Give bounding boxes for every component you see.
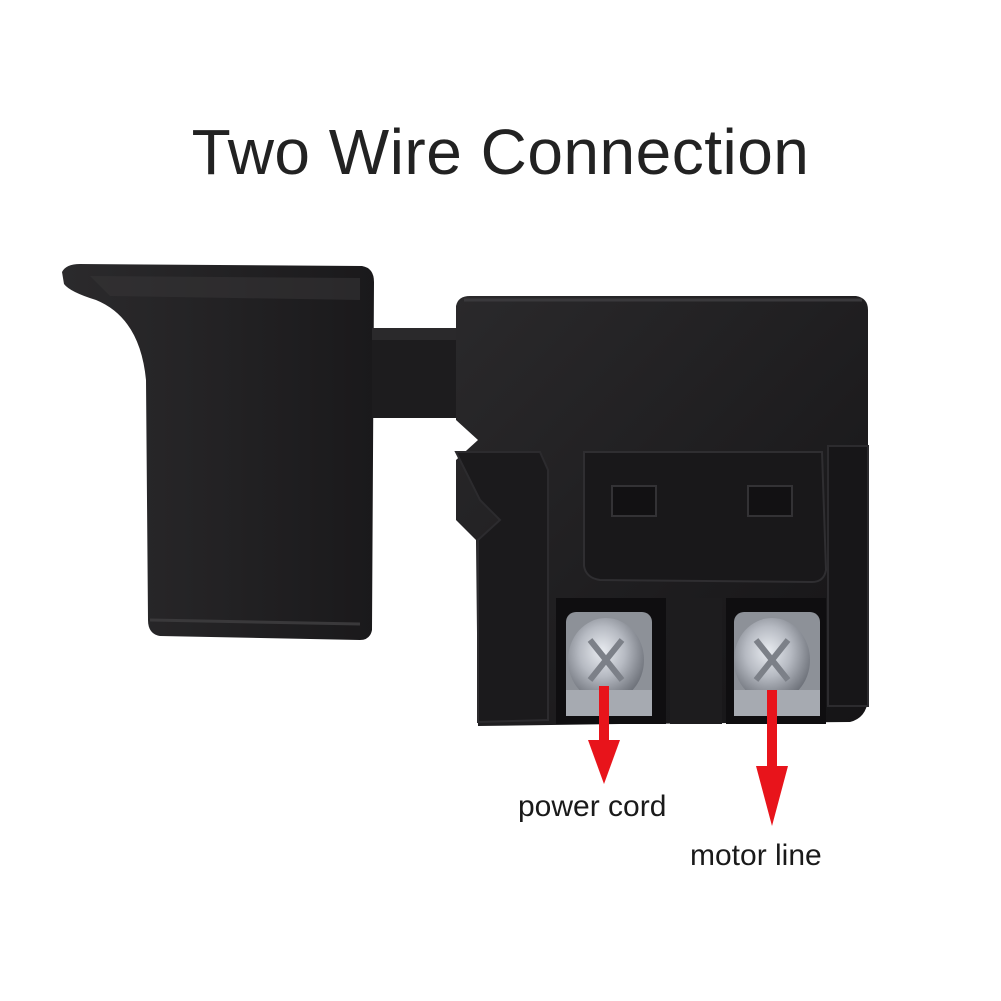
power-cord-arrow-icon bbox=[588, 686, 620, 784]
shaft-icon bbox=[372, 328, 462, 418]
screw-left-icon bbox=[566, 612, 652, 716]
motor-line-arrow-icon bbox=[756, 690, 788, 826]
trigger-icon bbox=[62, 264, 374, 640]
power-cord-label: power cord bbox=[518, 790, 667, 823]
motor-line-label: motor line bbox=[690, 839, 822, 872]
screw-right-icon bbox=[734, 612, 820, 716]
page-title: Two Wire Connection bbox=[191, 116, 810, 188]
